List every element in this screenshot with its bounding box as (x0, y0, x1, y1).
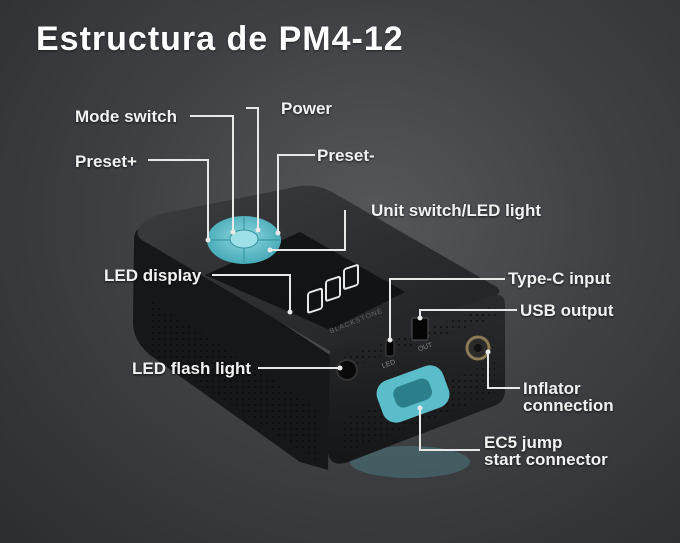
label-power: Power (281, 99, 333, 118)
label-unit-switch: Unit switch/LED light (371, 201, 541, 220)
label-led-display: LED display (104, 266, 202, 285)
label-ec5-line2: start connector (484, 450, 608, 469)
label-led-flash-light: LED flash light (132, 359, 251, 378)
label-ec5-line1: EC5 jump (484, 433, 563, 452)
flash-light-lens (336, 359, 358, 381)
label-inflator-line1: Inflator (523, 379, 581, 398)
label-mode-switch: Mode switch (75, 107, 178, 126)
label-type-c-input: Type-C input (508, 269, 611, 288)
leader-lines (148, 107, 520, 451)
label-usb-output: USB output (520, 301, 614, 320)
label-preset-plus: Preset+ (75, 152, 137, 171)
label-inflator-line2: connection (523, 396, 614, 415)
glow (350, 446, 470, 478)
page-title: Estructura de PM4-12 (36, 20, 404, 58)
led-digits (307, 264, 359, 314)
usb-port (411, 317, 429, 341)
label-preset-minus: Preset- (317, 146, 375, 165)
